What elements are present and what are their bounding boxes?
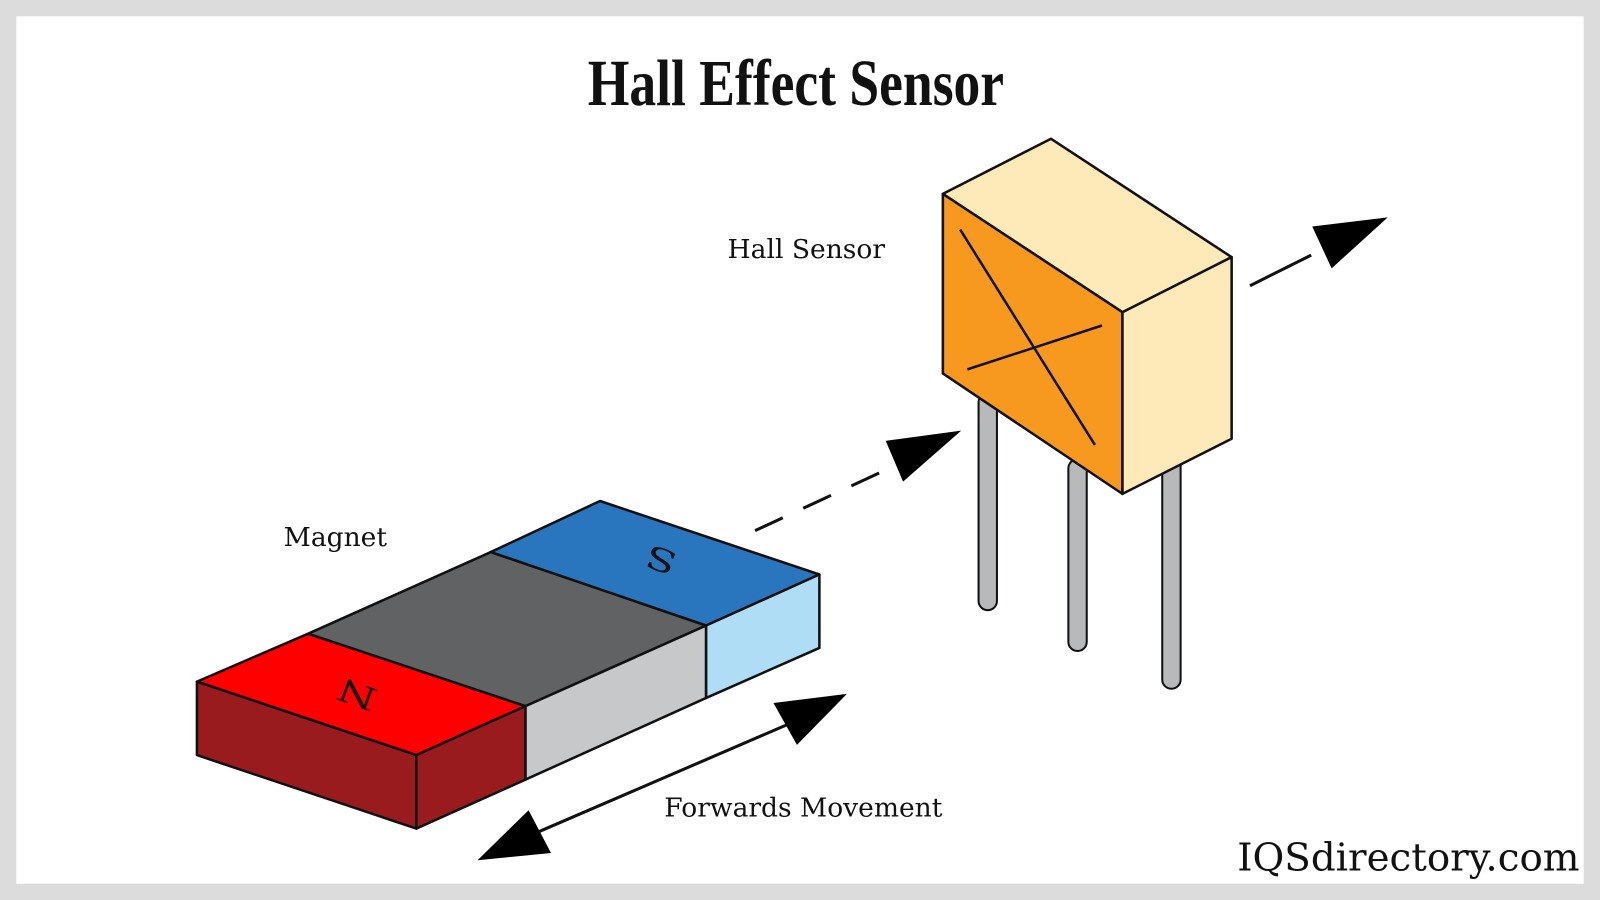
watermark: IQSdirectory.com [1237,835,1579,880]
diagram-title: Hall Effect Sensor [588,47,1004,119]
sensor-side [1121,255,1233,496]
forwards-movement-arrow [477,693,847,861]
sensor-leg-1 [977,391,998,612]
sensor-leg-3 [1161,453,1182,690]
arrowhead-icon [885,430,962,482]
hall-sensor [941,137,1233,496]
sensor-cross-line-1 [959,228,1096,446]
field-arrow-in [754,430,962,533]
arrowhead-back-icon [477,810,552,861]
forwards-movement-label: Forwards Movement [664,792,942,823]
field-arrow-out [1249,217,1388,288]
magnet [195,499,821,830]
sensor-leg-2 [1067,458,1088,653]
arrowhead-icon [1312,217,1388,269]
hall-sensor-label: Hall Sensor [728,234,886,265]
magnet-label: Magnet [284,522,388,553]
sensor-cross-line-2 [966,324,1103,371]
sensor-legs [977,391,1182,690]
magnet-south-side [704,573,821,700]
arrowhead-forward-icon [773,693,847,745]
